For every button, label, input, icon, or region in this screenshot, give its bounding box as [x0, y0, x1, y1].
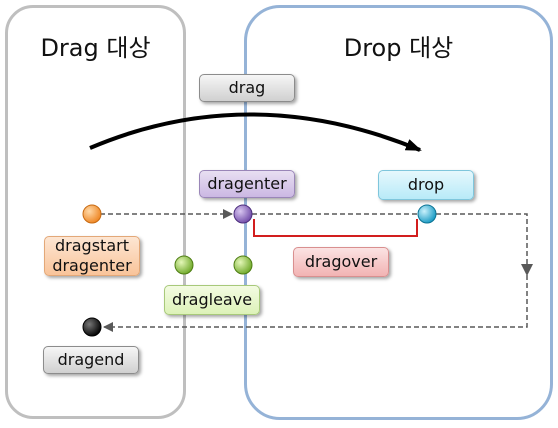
drop-target-panel: Drop 대상	[244, 5, 553, 420]
dragstart-text: dragstart	[55, 236, 129, 255]
dragover-line	[253, 219, 418, 237]
dragstart-dot	[82, 204, 102, 224]
dragleave-dot-right	[233, 255, 253, 275]
dragover-label: dragover	[293, 247, 389, 277]
drop-label: drop	[378, 170, 474, 200]
drag-target-title: Drag 대상	[40, 34, 151, 62]
dragend-label: dragend	[43, 346, 139, 374]
drop-target-title: Drop 대상	[343, 34, 454, 62]
flow-down-arrowhead	[521, 264, 533, 276]
dragleave-label: dragleave	[164, 285, 260, 315]
dragenter-label: dragenter	[199, 170, 295, 198]
dragstart-dragenter-label: dragstart dragenter	[44, 236, 140, 276]
dragend-dot	[82, 317, 102, 337]
drag-movement-arrow	[89, 112, 422, 152]
dragleave-dot-left	[174, 255, 194, 275]
drag-label: drag	[199, 74, 295, 102]
dragenter-text: dragenter	[52, 256, 132, 275]
drop-dot	[417, 204, 437, 224]
dragenter-dot	[233, 204, 253, 224]
